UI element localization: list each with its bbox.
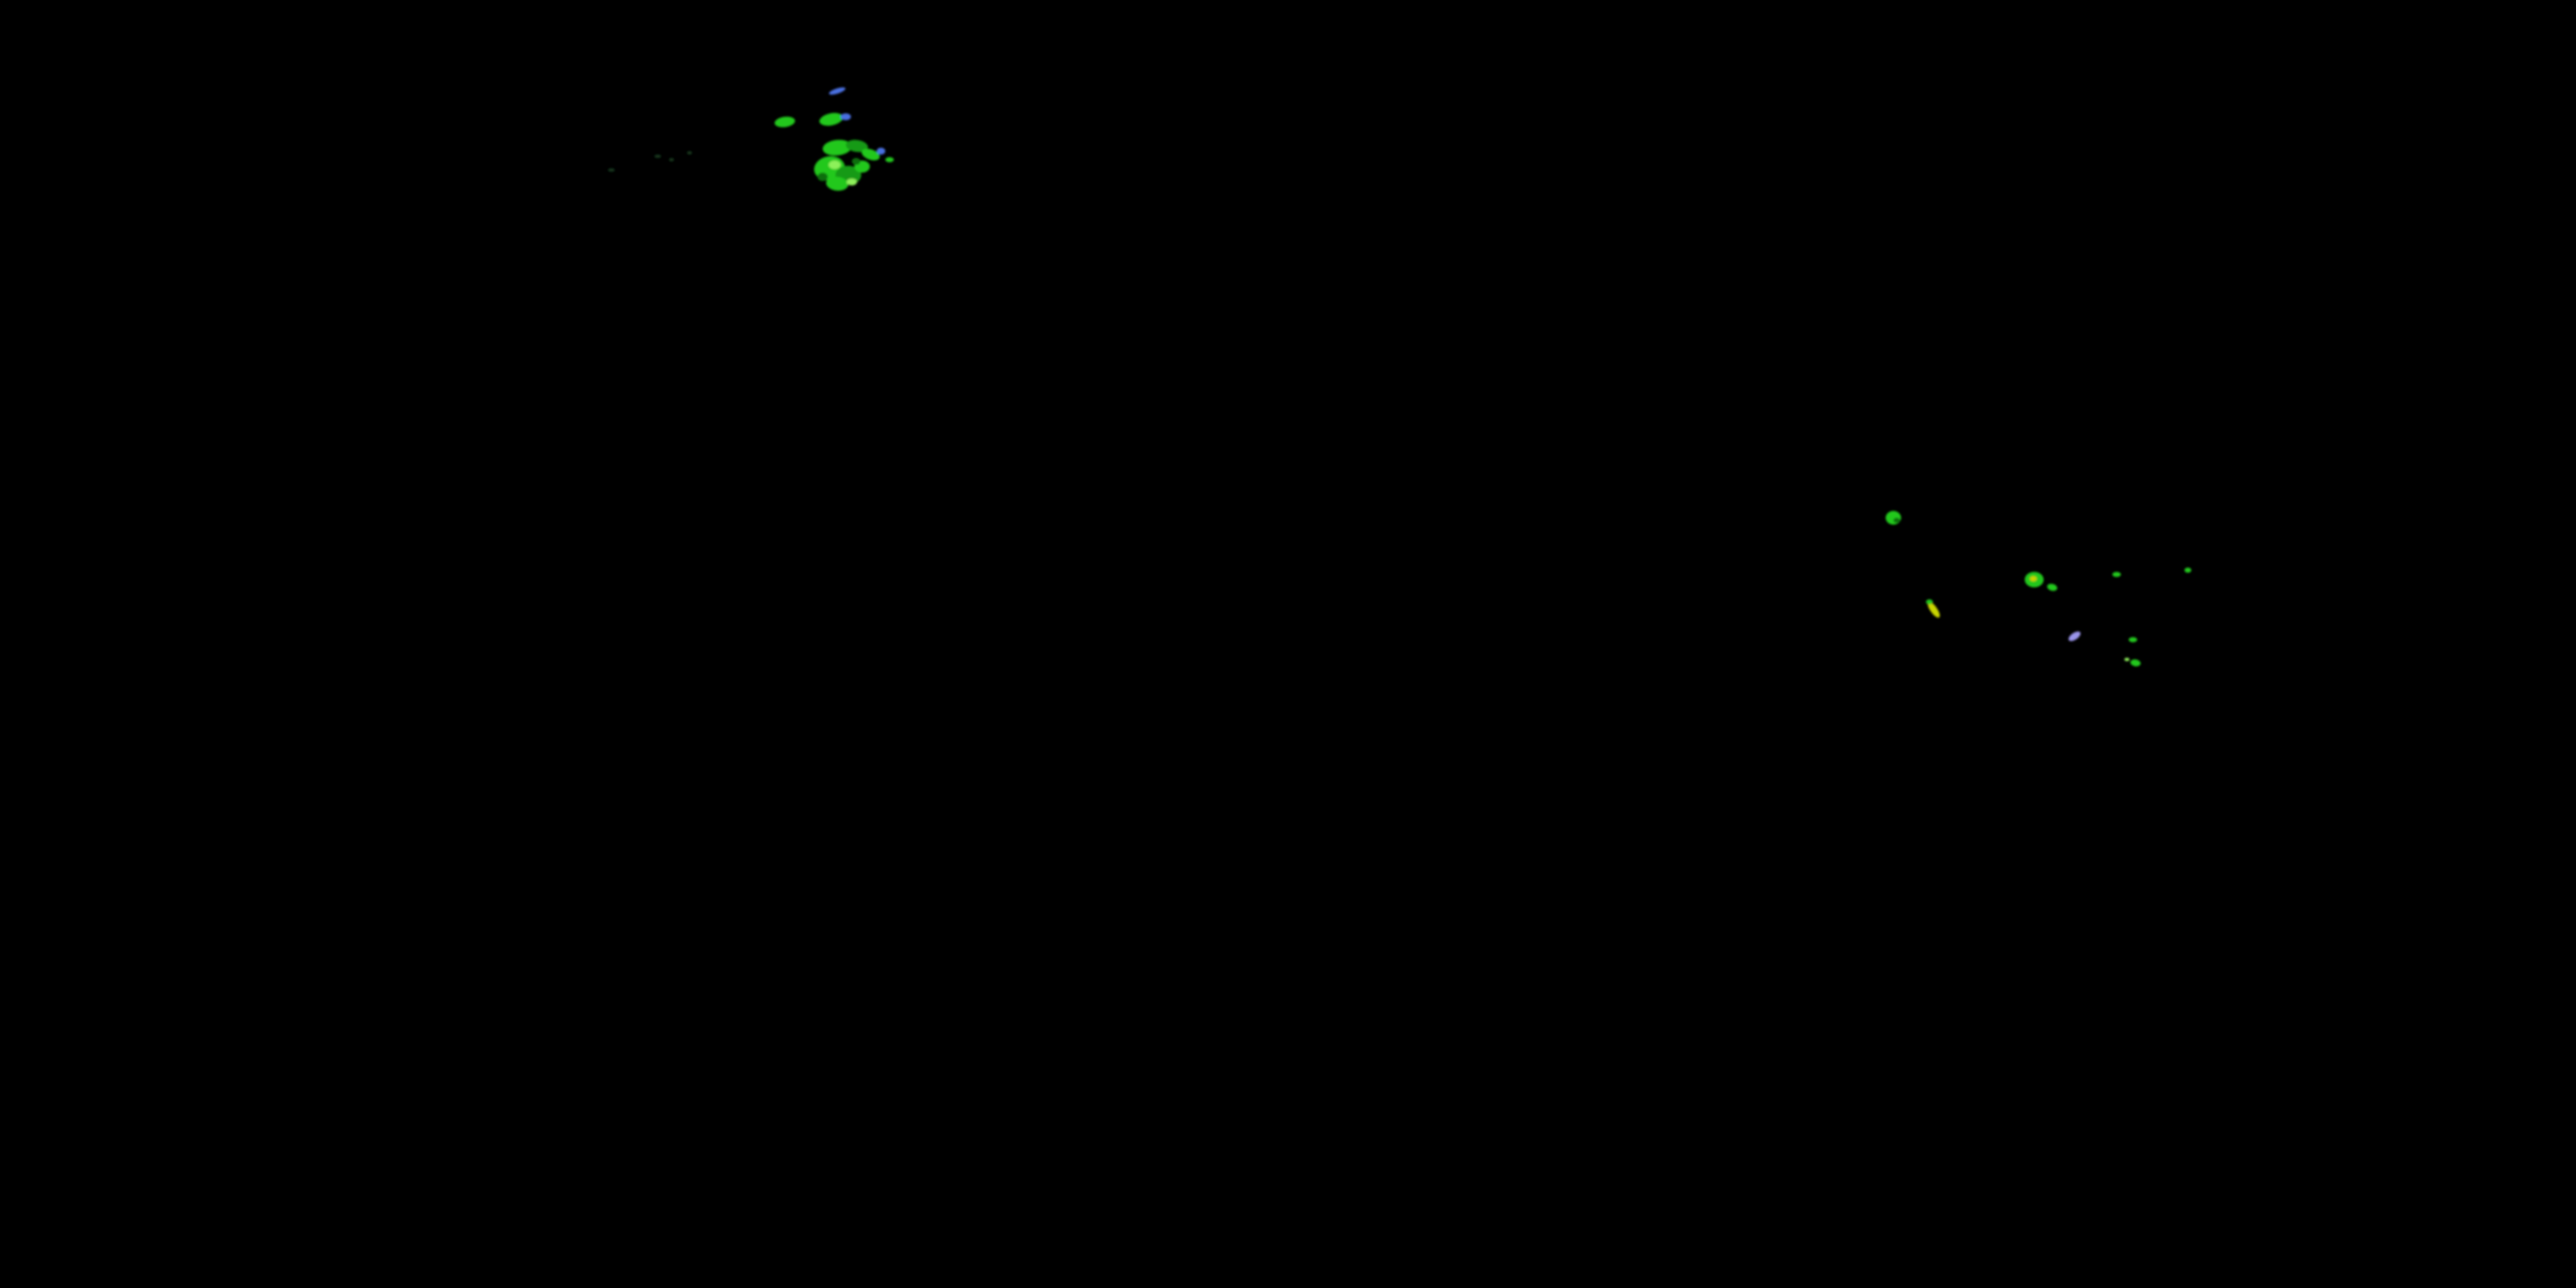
radar-echo bbox=[2129, 637, 2137, 642]
radar-echo bbox=[861, 149, 880, 161]
radar-echo bbox=[817, 173, 828, 181]
radar-echo bbox=[819, 112, 843, 126]
radar-echo bbox=[841, 113, 851, 120]
radar-echo bbox=[2047, 583, 2057, 592]
radar-echo bbox=[847, 179, 857, 185]
radar-echo bbox=[1926, 599, 1933, 605]
radar-echo bbox=[654, 155, 661, 158]
radar-echo bbox=[846, 139, 868, 153]
radar-echo bbox=[1886, 511, 1901, 525]
radar-echo bbox=[1893, 518, 1900, 523]
radar-echo bbox=[2069, 631, 2081, 641]
southeast-echo-cluster bbox=[1886, 511, 2191, 667]
radar-echo bbox=[1927, 601, 1941, 618]
radar-echo bbox=[608, 168, 615, 172]
radar-echo bbox=[2124, 658, 2129, 661]
radar-echo bbox=[669, 158, 674, 161]
radar-echo bbox=[687, 151, 692, 155]
radar-echo bbox=[829, 87, 846, 95]
radar-echo bbox=[775, 116, 795, 128]
radar-echo bbox=[823, 139, 852, 156]
northwest-echo-cluster bbox=[608, 87, 894, 191]
radar-echo bbox=[2030, 576, 2037, 581]
radar-echo bbox=[826, 176, 848, 191]
radar-echo bbox=[829, 161, 841, 169]
radar-echo bbox=[877, 148, 885, 155]
radar-echo bbox=[852, 158, 860, 165]
radar-echo bbox=[2112, 572, 2121, 577]
radar-echo bbox=[885, 157, 894, 162]
radar-echo bbox=[2184, 568, 2191, 573]
radar-echo bbox=[2130, 659, 2141, 667]
